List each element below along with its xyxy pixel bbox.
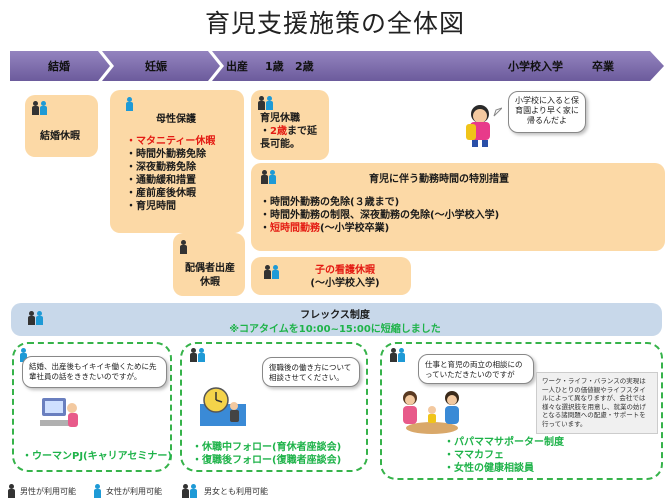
female-person-icon: [266, 96, 273, 110]
spouse-childbirth-leave-label: 配偶者出産 休暇: [180, 262, 240, 290]
female-person-icon: [198, 348, 205, 362]
highlight-short-time-work: 短時間勤務: [270, 223, 320, 234]
maternity-item: ・マタニティー休暇: [126, 136, 216, 147]
male-only-icon: [180, 240, 187, 254]
female-person-icon: [272, 265, 279, 279]
female-person-icon: [126, 97, 133, 111]
maternity-item: ・育児時間: [126, 201, 176, 212]
sick-child-leave-period: (～小学校入学): [310, 278, 380, 289]
sick-child-leave-title: 子の看護休暇: [315, 265, 375, 276]
flex-system-title: フレックス制度: [300, 310, 370, 321]
childcare-extension: 長可能。: [260, 139, 300, 150]
maternity-protection-title: 母性保護: [156, 114, 196, 125]
female-person-icon: [269, 170, 276, 184]
legend-male-icon: [8, 484, 15, 498]
sick-child-leave-text: 子の看護休暇 (～小学校入学): [290, 264, 400, 290]
follow-item: ・休職中フォロー(育休者座談会): [192, 442, 342, 453]
female-only-icon: [20, 348, 27, 362]
female-person-icon: [20, 348, 27, 362]
clock-icon: [200, 387, 246, 426]
legend-male-label: 男性が利用可能: [20, 487, 76, 496]
support-item: ・パパママサポーター制度: [444, 437, 564, 448]
female-person-icon: [190, 484, 197, 498]
timeline-stage-1year: 1歳: [265, 60, 284, 73]
male-person-icon: [28, 311, 35, 325]
special-measures-list: ・時間外勤務の免除(３歳まで) ・時間外勤務の制限、深夜勤務の免除(～小学校入学…: [260, 196, 499, 235]
special-working-hours-box: [251, 163, 665, 251]
spouse-leave-line: 休暇: [200, 277, 220, 288]
legend-female-label: 女性が利用可能: [106, 487, 162, 496]
highlight-2years: 2歳: [270, 126, 287, 137]
childcare-leave-text: 育児休職 ・2歳まで延 長可能。: [260, 112, 317, 151]
male-person-icon: [261, 170, 268, 184]
career-seminar-bubble: 結婚、出産後もイキイキ働くために先輩社員の話をききたいのですが。: [22, 356, 167, 388]
both-genders-icon: [32, 101, 47, 115]
timeline-stage-marriage: 結婚: [48, 60, 70, 73]
maternity-item: ・時間外勤務免除: [126, 149, 206, 160]
both-genders-icon: [390, 348, 405, 362]
special-measures-title: 育児に伴う勤務時間の特別措置: [369, 174, 509, 185]
timeline-stage-2year: 2歳: [295, 60, 314, 73]
timeline-stage-elementary-entry: 小学校入学: [508, 60, 563, 73]
male-person-icon: [182, 484, 189, 498]
female-only-icon: [126, 97, 133, 111]
timeline-stage-pregnancy: 妊娠: [145, 60, 167, 73]
bullet: ・: [260, 126, 270, 137]
maternity-item: ・通勤緩和措置: [126, 175, 196, 186]
both-genders-icon: [264, 265, 279, 279]
work-life-balance-note: ワーク・ライフ・バランスの実現は一人ひとりの価値観やライフスタイルによって異なり…: [536, 372, 658, 434]
female-person-icon: [94, 484, 101, 498]
legend-female-icon: [94, 484, 101, 498]
male-person-icon: [264, 265, 271, 279]
legend-both-icon: [182, 484, 197, 498]
work-life-support-items: ・パパママサポーター制度 ・ママカフェ ・女性の健康相談員: [444, 436, 564, 475]
marriage-leave-label: 結婚休暇: [40, 131, 80, 142]
legend-both-label: 男女とも利用可能: [204, 487, 268, 496]
follow-item: ・復職後フォロー(復職者座談会): [192, 455, 342, 466]
female-person-icon: [398, 348, 405, 362]
flex-core-time-note: ※コアタイムを10:00~15:00に短縮しました: [229, 324, 441, 335]
bullet: ・: [260, 223, 270, 234]
both-genders-icon: [258, 96, 273, 110]
support-item: ・ママカフェ: [444, 450, 504, 461]
both-genders-icon: [28, 311, 43, 325]
support-item: ・女性の健康相談員: [444, 463, 534, 474]
page-title: 育児支援施策の全体図: [204, 9, 465, 38]
both-genders-icon: [190, 348, 205, 362]
maternity-protection-box: [110, 90, 244, 233]
maternity-item: ・産前産後休暇: [126, 188, 196, 199]
career-seminar-item: ・ウーマンPJ(キャリアセミナー): [22, 451, 172, 462]
childcare-leave-title: 育児休職: [260, 113, 300, 124]
leave-return-follow-box: [180, 342, 368, 472]
timeline-stage-graduation: 卒業: [592, 60, 614, 73]
work-life-bubble: 仕事と育児の両立の相談にのっていただきたいのですが: [418, 354, 534, 384]
female-person-icon: [40, 101, 47, 115]
flex-system-bar: [11, 303, 662, 336]
special-measure-item: ・時間外勤務の制限、深夜勤務の免除(～小学校入学): [260, 210, 500, 221]
maternity-item: ・深夜勤務免除: [126, 162, 196, 173]
leave-return-follow-items: ・休職中フォロー(育休者座談会) ・復職後フォロー(復職者座談会): [192, 441, 341, 467]
child-icon: [466, 105, 502, 147]
male-person-icon: [180, 240, 187, 254]
computer-icon: [40, 398, 78, 427]
both-genders-icon: [261, 170, 276, 184]
timeline-stage-birth: 出産: [226, 60, 248, 73]
male-person-icon: [190, 348, 197, 362]
male-person-icon: [390, 348, 397, 362]
family-icon: [403, 391, 459, 434]
return-work-bubble: 復職後の働き方について相談させてください。: [262, 357, 360, 387]
male-person-icon: [258, 96, 265, 110]
maternity-items-list: ・マタニティー休暇 ・時間外勤務免除 ・深夜勤務免除 ・通勤緩和措置 ・産前産後…: [126, 135, 215, 213]
timeline-arrow: [10, 51, 664, 81]
work-life-support-box: [380, 342, 663, 480]
special-measure-item: (～小学校卒業): [320, 223, 390, 234]
male-person-icon: [8, 484, 15, 498]
spouse-leave-line: 配偶者出産: [185, 263, 235, 274]
male-person-icon: [32, 101, 39, 115]
career-seminar-box: [12, 342, 172, 472]
childcare-extension: まで延: [286, 126, 317, 137]
elementary-speech-bubble: 小学校に入ると保育園より早く家に帰るんだよ: [508, 91, 586, 133]
female-person-icon: [36, 311, 43, 325]
special-measure-item: ・時間外勤務の免除(３歳まで): [260, 197, 400, 208]
